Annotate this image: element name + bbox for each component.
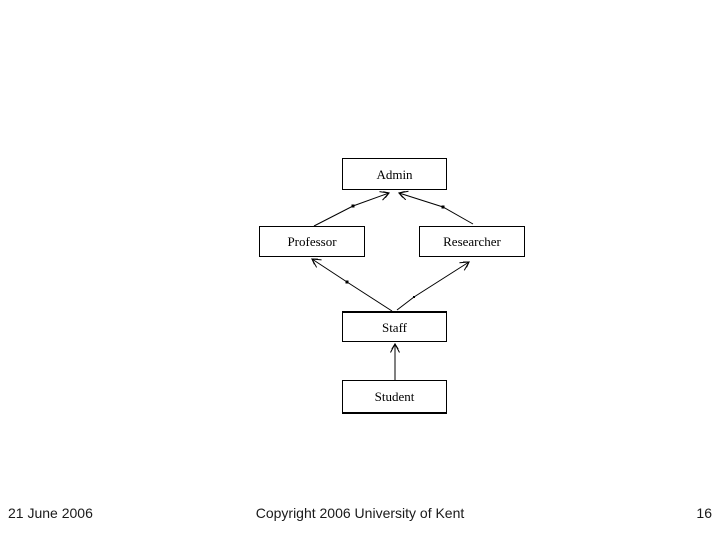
edge-researcher-to-admin [397,190,474,225]
edge-professor-to-admin [313,191,391,227]
node-student: Student [342,380,447,414]
node-staff-label: Staff [381,319,408,335]
edge-bend-dot [441,205,445,209]
node-professor: Professor [259,226,365,257]
node-student-label: Student [374,389,415,404]
edge-bend-dot [413,296,415,298]
node-staff: Staff [342,311,447,342]
node-admin-label: Admin [376,166,413,182]
node-admin: Admin [342,158,447,190]
node-researcher-label: Researcher [443,234,501,249]
edge-staff-to-professor [311,258,393,312]
node-professor-label: Professor [287,234,337,249]
footer-page-number: 16 [696,505,712,521]
edge-bend-dot [345,280,349,284]
edge-bend-dot [351,204,355,208]
node-researcher: Researcher [419,226,525,257]
footer-copyright: Copyright 2006 University of Kent [255,505,465,521]
footer-date: 21 June 2006 [8,505,93,521]
edge-staff-to-researcher [396,261,470,311]
